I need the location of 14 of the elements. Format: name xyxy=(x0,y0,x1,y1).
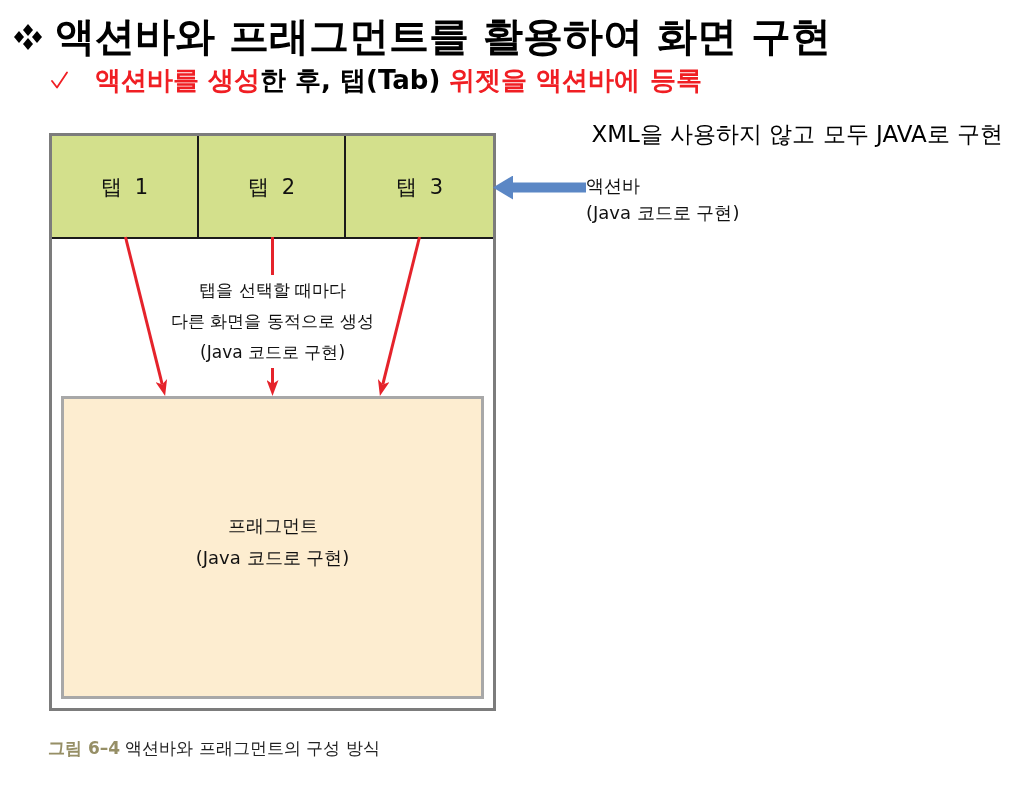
block-arrow xyxy=(493,175,586,200)
fragment-note: (Java 코드로 구현) xyxy=(195,546,350,570)
figure-caption: 그림 6–4 액션바와 프래그먼트의 구성 방식 xyxy=(48,737,380,760)
arrow xyxy=(124,236,168,397)
fragment-panel xyxy=(61,396,484,699)
subtitle-text: 액션바를 생성한 후, 탭(Tab) 위젯을 액션바에 등록 xyxy=(95,64,702,97)
note-text: XML을 사용하지 않고 모두 JAVA로 구현 xyxy=(591,120,1003,149)
slide-title: 액션바와 프래그먼트를 활용하여 화면 구현 xyxy=(55,12,831,61)
screen-frame xyxy=(49,133,496,711)
arrow xyxy=(377,236,421,397)
action-bar xyxy=(52,136,493,239)
action-bar-label: 액션바 xyxy=(586,174,640,198)
action-bar-note: (Java 코드로 구현) xyxy=(586,201,740,225)
fragment-title: 프래그먼트 xyxy=(227,514,318,538)
